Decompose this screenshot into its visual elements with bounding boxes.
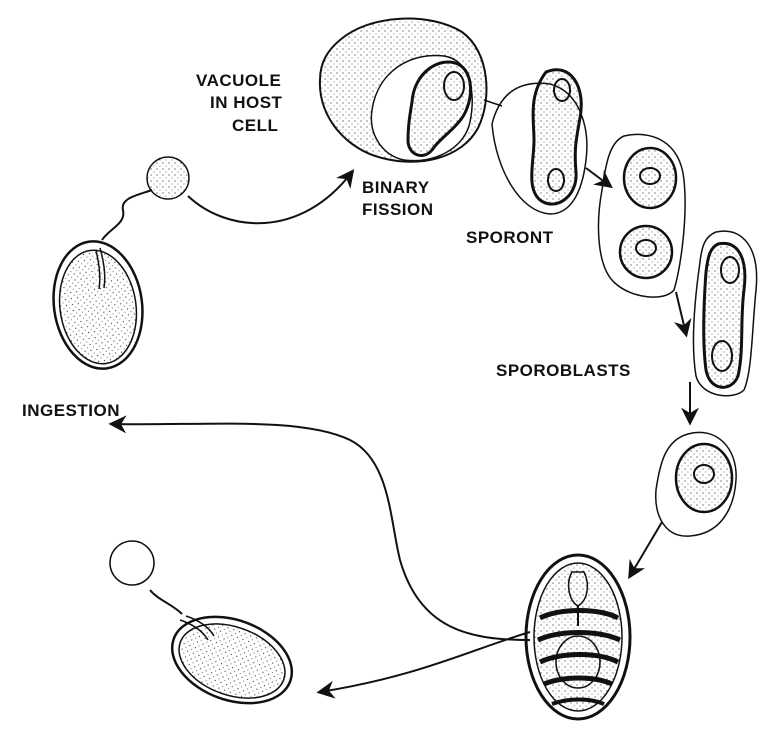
arrow-to-mature-spore	[628, 521, 663, 580]
arrow-down-sporoblast	[673, 291, 692, 338]
label-sporont: SPORONT	[466, 228, 554, 247]
arrow-to-sporoblasts-pair	[585, 167, 613, 189]
mature-spore	[524, 553, 632, 721]
label-vacuole-line2: IN HOST	[210, 93, 283, 112]
label-binary-line1: BINARY	[362, 178, 430, 197]
label-vacuole-line3: CELL	[232, 116, 278, 135]
label-ingestion: INGESTION	[22, 401, 120, 420]
arrow-to-released-spore	[316, 631, 531, 699]
label-vacuole-line1: VACUOLE	[196, 71, 281, 90]
label-sporoblasts: SPOROBLASTS	[496, 361, 631, 380]
label-binary-line2: FISSION	[362, 200, 434, 219]
sporoblast-pair	[597, 133, 686, 298]
extruded-spore-bottom	[109, 540, 294, 705]
germinating-spore-top	[52, 156, 190, 370]
arrow-to-host-cell	[187, 169, 355, 225]
sporont	[491, 68, 588, 215]
sporoblast-elongated	[692, 230, 758, 397]
sporoblast-single	[655, 431, 737, 537]
host-cell-vacuole	[318, 17, 488, 163]
arrow-to-ingestion	[108, 415, 531, 641]
